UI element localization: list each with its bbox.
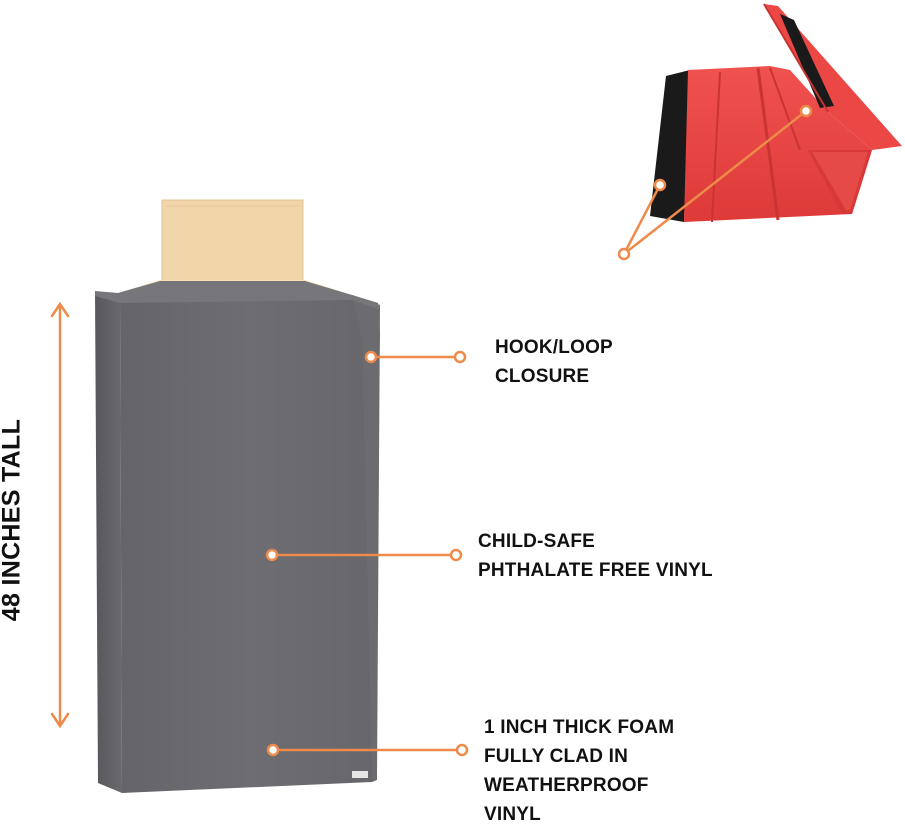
callout-line: WEATHERPROOF [484,775,649,796]
column-front-face [120,295,380,793]
loop-strip-left [650,70,690,222]
product-tag [352,771,368,778]
leader-dot-vinyl-start [265,548,279,562]
leader-dot-hook-end [453,350,467,364]
column-side-face [95,291,122,793]
leader-dot-vinyl-end [449,548,463,562]
callout-child-safe-vinyl: CHILD-SAFE PHTHALATE FREE VINYL [478,527,713,585]
column-right-flap [352,295,380,782]
leader-dot-foam-end [455,743,469,757]
callout-line: PHTHALATE FREE VINYL [478,560,713,581]
leader-dot-hook-start [364,350,378,364]
callout-line: CHILD-SAFE [478,531,596,552]
red-cover-illustration [650,3,902,223]
height-dimension-arrow [50,301,70,729]
leader-dot-foam-start [266,743,280,757]
loop-strip-lid [780,14,834,108]
callout-line: FULLY CLAD IN [484,746,629,767]
column-top-rim [95,281,380,309]
leader-dot-red-left [653,178,667,192]
height-label-text: 48 INCHES TALL [0,418,26,622]
callout-line: CLOSURE [495,366,590,387]
callout-leaders [265,104,813,757]
leader-dot-red-lid [799,104,813,118]
red-cover-panel [684,66,872,222]
callout-line: HOOK/LOOP [495,337,613,358]
padded-column [95,199,380,793]
callout-line: VINYL [484,804,541,825]
leader-dot-red-anchor [617,247,631,261]
callout-foam-thickness: 1 INCH THICK FOAM FULLY CLAD IN WEATHERP… [484,713,674,829]
callout-hook-loop-closure: HOOK/LOOP CLOSURE [495,333,613,391]
callout-line: 1 INCH THICK FOAM [484,717,675,738]
foam-block [161,199,304,284]
